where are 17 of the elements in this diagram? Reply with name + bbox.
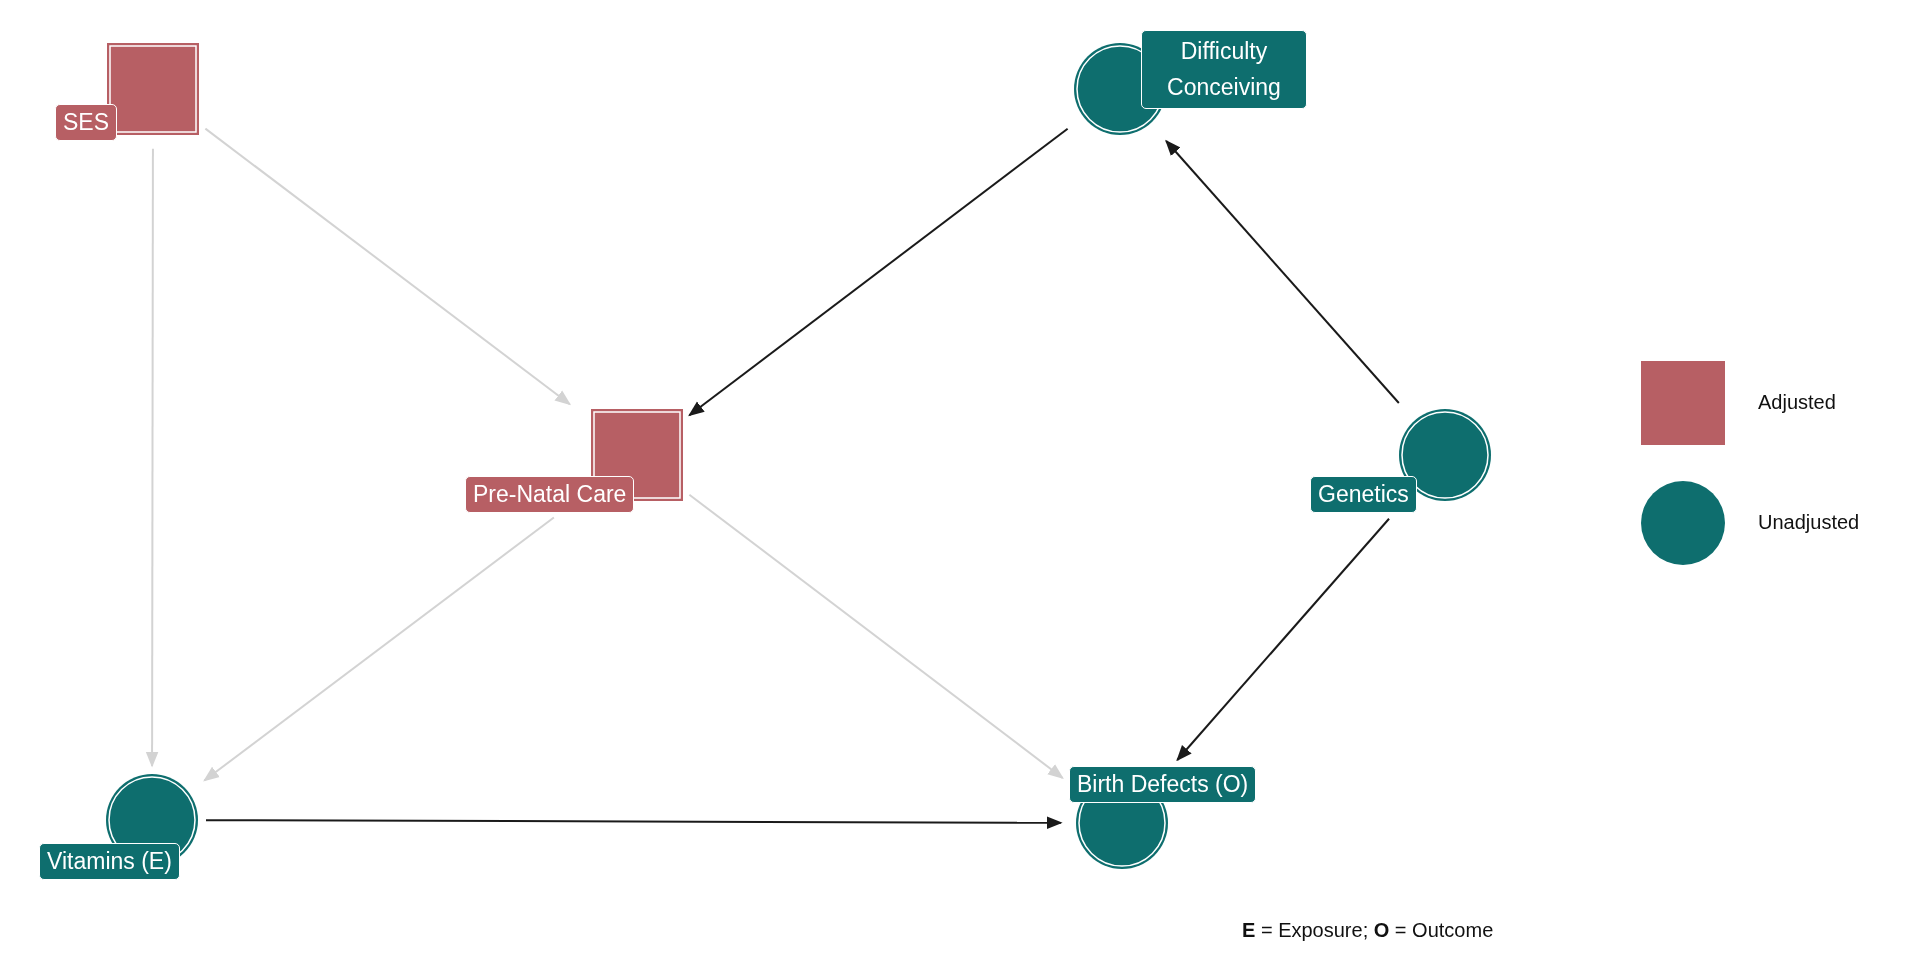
node-label: Vitamins (E) — [39, 843, 180, 880]
arrow — [145, 147, 159, 768]
caption: E = Exposure; O = Outcome — [1242, 919, 1494, 942]
arrow — [204, 127, 572, 406]
node-label: Difficulty Conceiving — [1141, 30, 1307, 110]
node-label: Birth Defects (O) — [1069, 766, 1257, 803]
legend-label: Unadjusted — [1758, 511, 1860, 534]
arrow — [688, 493, 1064, 779]
arrow — [688, 127, 1069, 417]
legend-label: Adjusted — [1758, 391, 1836, 414]
arrow — [1165, 139, 1400, 404]
node-label: Genetics — [1310, 476, 1417, 513]
node-label: Pre-Natal Care — [465, 476, 635, 513]
arrow — [1176, 517, 1391, 762]
arrow — [203, 516, 555, 782]
arrow — [205, 816, 1063, 830]
node-label: SES — [55, 104, 118, 141]
